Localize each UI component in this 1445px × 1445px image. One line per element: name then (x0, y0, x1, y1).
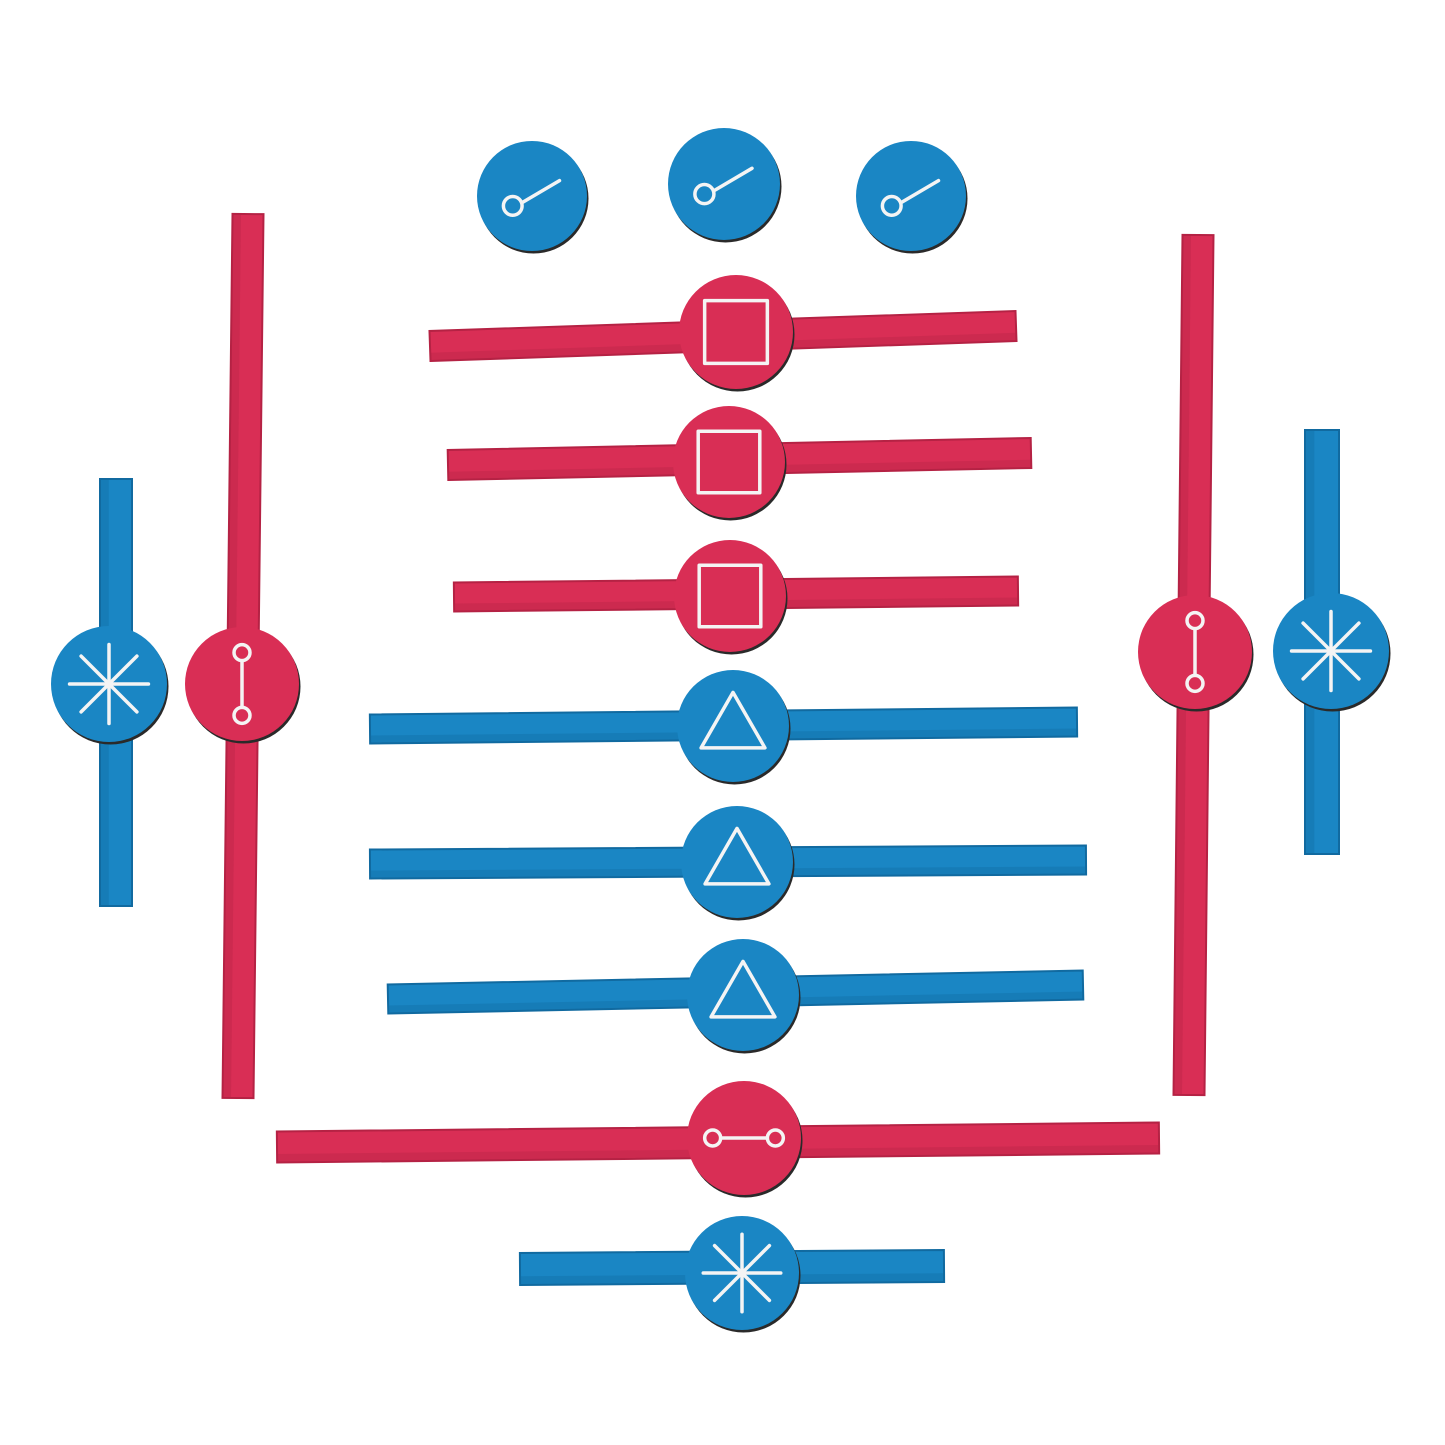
disc-face (677, 670, 789, 782)
pieces-layer (51, 128, 1391, 1333)
lollipop-icon (501, 178, 562, 217)
symbol-stick-15 (1273, 429, 1391, 855)
disc-face (687, 939, 799, 1051)
asterisk-stroke (712, 1243, 772, 1303)
symbol-stick-7 (368, 670, 1079, 785)
lollipop-stick (520, 178, 562, 205)
triangle-icon (699, 690, 767, 750)
square-icon (702, 298, 770, 366)
asterisk-icon (67, 642, 151, 726)
symbol-stick-8 (368, 806, 1088, 921)
triangle-outline (699, 690, 767, 750)
disc-face (681, 806, 793, 918)
asterisk-icon (701, 1232, 783, 1314)
square-outline (696, 429, 762, 495)
token-disc-2 (668, 128, 782, 243)
asterisk-stroke (1301, 621, 1361, 681)
token-disc-3 (856, 141, 968, 254)
symbol-stick-4 (428, 275, 1018, 392)
lollipop-head (501, 194, 524, 217)
lollipop-stick (712, 166, 754, 193)
asterisk-stroke (79, 654, 139, 714)
disc-face (674, 540, 786, 652)
dumbbell-icon (232, 642, 252, 726)
symbol-stick-10 (275, 1081, 1161, 1198)
triangle-outline (703, 826, 771, 886)
symbol-stick-13 (185, 212, 301, 1100)
square-icon (697, 563, 763, 629)
triangle-icon (703, 826, 771, 886)
symbol-stick-6 (452, 540, 1020, 655)
triangle-outline (709, 959, 777, 1019)
symbol-stick-12 (51, 478, 169, 907)
disc-face (673, 406, 785, 518)
token-disc-1 (477, 141, 589, 254)
lollipop-icon (693, 166, 754, 206)
square-outline (702, 298, 770, 366)
symbol-stick-9 (386, 939, 1085, 1054)
lollipop-stick (899, 178, 941, 205)
dumbbell-icon (1185, 610, 1205, 694)
triangle-icon (709, 959, 777, 1019)
lollipop-head (693, 182, 716, 206)
symbol-stick-11 (518, 1216, 946, 1333)
lollipop-icon (880, 178, 941, 217)
symbol-stick-5 (446, 406, 1033, 521)
dumbbell-icon (702, 1128, 786, 1148)
asterisk-icon (1289, 609, 1373, 693)
lollipop-head (880, 194, 903, 217)
square-outline (697, 563, 763, 629)
symbol-stick-14 (1138, 233, 1254, 1097)
disc-face (679, 275, 793, 389)
square-icon (696, 429, 762, 495)
